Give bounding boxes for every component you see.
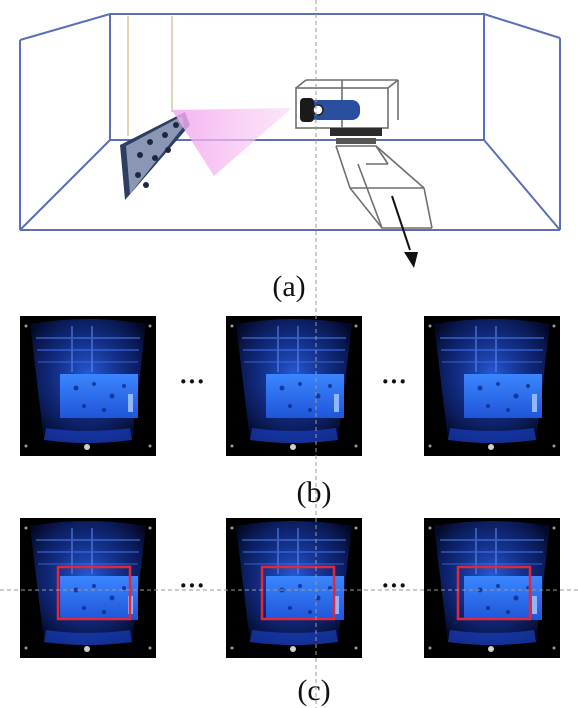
roi-box-3 xyxy=(456,565,532,621)
roi-box-2 xyxy=(260,565,336,621)
sonar-image-row-c: ··· ··· xyxy=(19,517,561,659)
sonar-image-b-1 xyxy=(19,315,157,457)
sonar-device xyxy=(295,79,399,144)
ellipsis-b-2: ··· xyxy=(381,367,407,396)
ellipsis-b-1: ··· xyxy=(179,367,205,396)
guide-rail xyxy=(335,145,433,229)
sonar-image-c-3 xyxy=(423,517,561,659)
sonar-image-b-2 xyxy=(225,315,363,457)
caption-a: (a) xyxy=(272,270,305,303)
motion-arrow xyxy=(391,195,418,268)
ellipsis-c-1: ··· xyxy=(179,571,205,600)
roi-box-1 xyxy=(56,565,132,621)
sonar-image-row-b: ··· ··· xyxy=(19,315,561,457)
caption-c: (c) xyxy=(297,674,330,707)
sonar-image-c-2 xyxy=(225,517,363,659)
target-board xyxy=(120,112,190,200)
tank-diagram xyxy=(19,13,561,268)
caption-b: (b) xyxy=(297,476,332,509)
ellipsis-c-2: ··· xyxy=(381,571,407,600)
sonar-beam xyxy=(172,108,292,176)
sonar-image-b-3 xyxy=(423,315,561,457)
sonar-image-c-1 xyxy=(19,517,157,659)
